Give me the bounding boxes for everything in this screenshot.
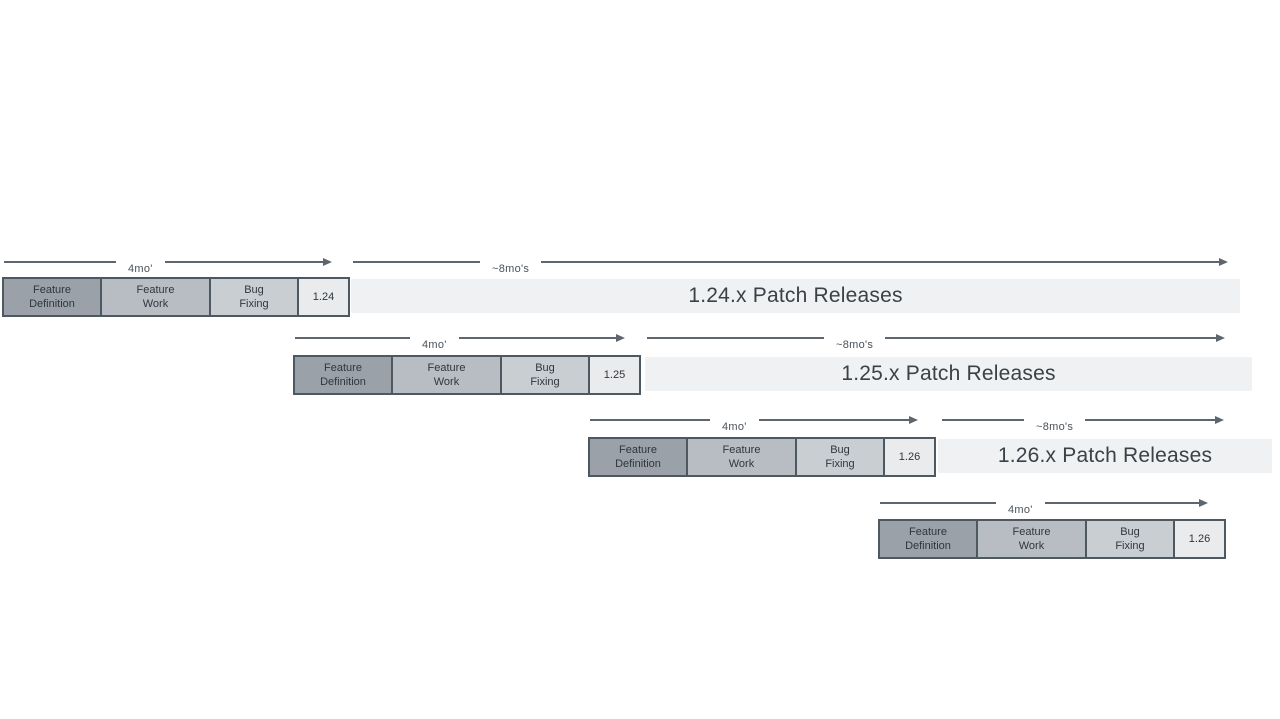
dev-duration-label: 4mo' [1008,504,1033,516]
bug-fixing-label: Bug Fixing [825,443,855,470]
version-label: 1.24 [312,290,335,303]
version-label: 1.26 [1188,532,1211,545]
patch-releases-bar: 1.24.x Patch Releases [351,279,1240,313]
arrowhead-icon [1216,334,1225,342]
arrowhead-icon [1219,258,1228,266]
release-cycle: Feature Definition Feature Work Bug Fixi… [293,355,641,395]
patch-releases-label: 1.26.x Patch Releases [997,444,1213,467]
patch-phase-arrow: ~8mo's [647,331,1225,351]
version-box: 1.26 [1173,519,1226,559]
arrowhead-icon [1215,416,1224,424]
bug-fixing-label: Bug Fixing [530,361,560,388]
arrow-line [942,419,1024,421]
version-box: 1.25 [588,355,641,395]
arrow-line [1085,419,1215,421]
bug-fixing-label: Bug Fixing [1115,525,1145,552]
version-box: 1.26 [883,437,936,477]
patch-phase-arrow: ~8mo's [942,413,1224,433]
dev-phase-arrow: 4mo' [295,331,625,351]
bug-fixing-box: Bug Fixing [209,277,299,317]
feature-work-box: Feature Work [976,519,1087,559]
feature-work-box: Feature Work [686,437,797,477]
feature-work-label: Feature Work [427,361,466,388]
feature-definition-label: Feature Definition [320,361,366,388]
arrow-line [647,337,824,339]
dev-phase-arrow: 4mo' [880,496,1208,516]
feature-definition-box: Feature Definition [878,519,978,559]
arrowhead-icon [323,258,332,266]
arrowhead-icon [616,334,625,342]
dev-duration-label: 4mo' [422,339,447,351]
feature-definition-label: Feature Definition [905,525,951,552]
feature-work-label: Feature Work [136,283,175,310]
release-cycle: Feature Definition Feature Work Bug Fixi… [588,437,936,477]
dev-phase-arrow: 4mo' [590,413,918,433]
arrow-line [885,337,1216,339]
release-cycle: Feature Definition Feature Work Bug Fixi… [878,519,1226,559]
release-cycle: Feature Definition Feature Work Bug Fixi… [2,277,350,317]
dev-phase-arrow: 4mo' [4,255,332,275]
patch-duration-label: ~8mo's [492,263,530,275]
arrowhead-icon [1199,499,1208,507]
version-label: 1.26 [898,450,921,463]
patch-duration-label: ~8mo's [836,339,874,351]
feature-work-label: Feature Work [1012,525,1051,552]
version-box: 1.24 [297,277,350,317]
arrow-line [1044,502,1199,504]
arrow-line [590,419,710,421]
dev-duration-label: 4mo' [722,421,747,433]
feature-work-label: Feature Work [722,443,761,470]
patch-duration-label: ~8mo's [1036,421,1074,433]
patch-releases-bar: 1.25.x Patch Releases [645,357,1252,391]
arrowhead-icon [909,416,918,424]
dev-duration-label: 4mo' [128,263,153,275]
arrow-line [880,502,996,504]
bug-fixing-box: Bug Fixing [795,437,885,477]
arrow-line [758,419,909,421]
feature-work-box: Feature Work [100,277,211,317]
arrow-line [4,261,116,263]
patch-releases-label: 1.24.x Patch Releases [688,284,903,307]
feature-definition-box: Feature Definition [588,437,688,477]
bug-fixing-box: Bug Fixing [1085,519,1175,559]
feature-definition-box: Feature Definition [293,355,393,395]
bug-fixing-box: Bug Fixing [500,355,590,395]
feature-definition-label: Feature Definition [615,443,661,470]
arrow-line [164,261,323,263]
feature-definition-box: Feature Definition [2,277,102,317]
arrow-line [541,261,1219,263]
version-label: 1.25 [603,368,626,381]
feature-work-box: Feature Work [391,355,502,395]
arrow-line [353,261,480,263]
feature-definition-label: Feature Definition [29,283,75,310]
patch-phase-arrow: ~8mo's [353,255,1228,275]
patch-releases-label: 1.25.x Patch Releases [841,362,1056,385]
arrow-line [295,337,410,339]
arrow-line [458,337,616,339]
patch-releases-bar: 1.26.x Patch Releases [938,439,1272,473]
bug-fixing-label: Bug Fixing [239,283,269,310]
